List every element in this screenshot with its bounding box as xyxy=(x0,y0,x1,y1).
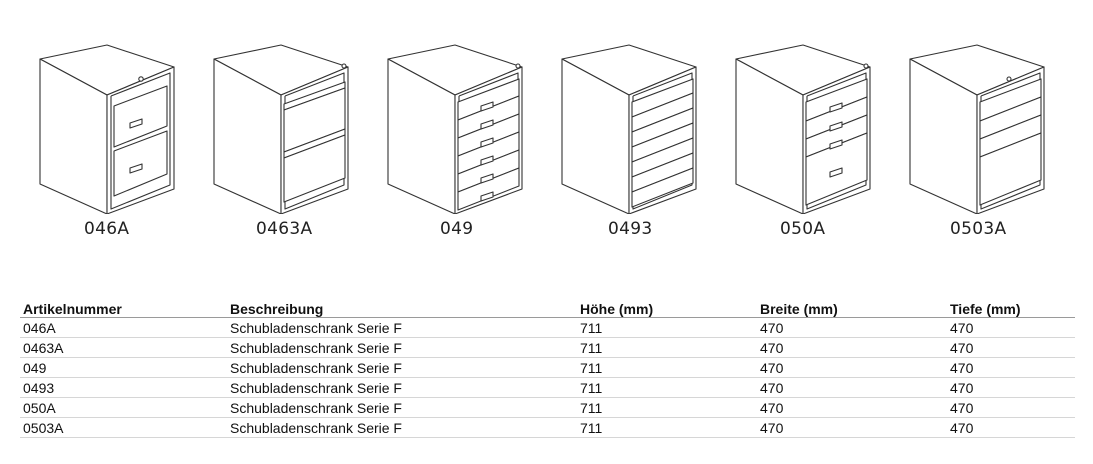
cabinet-label: 050A xyxy=(780,219,826,239)
product-spec-table: Artikelnummer Beschreibung Höhe (mm) Bre… xyxy=(20,296,1075,438)
header-artikelnummer: Artikelnummer xyxy=(20,296,227,318)
table-row: 049 Schubladenschrank Serie F 711 470 47… xyxy=(20,357,1075,378)
header-tiefe: Tiefe (mm) xyxy=(947,296,1075,318)
header-hoehe: Höhe (mm) xyxy=(577,296,757,318)
cell-beschreibung: Schubladenschrank Serie F xyxy=(227,317,577,338)
cabinet-7-drawer-icon xyxy=(561,44,697,214)
table-row: 050A Schubladenschrank Serie F 711 470 4… xyxy=(20,397,1075,418)
cell-tiefe: 470 xyxy=(947,337,1075,358)
filing-cabinet-2-drawer-icon xyxy=(39,44,175,214)
cell-beschreibung: Schubladenschrank Serie F xyxy=(227,377,577,398)
cell-tiefe: 470 xyxy=(947,317,1075,338)
cell-breite: 470 xyxy=(757,397,947,418)
cabinet-4-drawer-icon xyxy=(735,44,871,214)
cabinet-046a: 046A xyxy=(30,44,180,240)
cabinet-6-drawer-icon xyxy=(387,44,523,214)
cabinet-label: 0503A xyxy=(950,219,1007,239)
table-row: 0463A Schubladenschrank Serie F 711 470 … xyxy=(20,337,1075,358)
cell-breite: 470 xyxy=(757,377,947,398)
header-breite: Breite (mm) xyxy=(757,296,947,318)
table-header-row: Artikelnummer Beschreibung Höhe (mm) Bre… xyxy=(20,296,1075,318)
cell-beschreibung: Schubladenschrank Serie F xyxy=(227,337,577,358)
cell-hoehe: 711 xyxy=(577,337,757,358)
cell-hoehe: 711 xyxy=(577,317,757,338)
cabinet-0503a: 0503A xyxy=(900,44,1050,240)
cell-breite: 470 xyxy=(757,337,947,358)
cell-beschreibung: Schubladenschrank Serie F xyxy=(227,417,577,438)
cell-breite: 470 xyxy=(757,417,947,438)
cell-hoehe: 711 xyxy=(577,357,757,378)
cabinet-0493: 0493 xyxy=(552,44,702,240)
table-row: 0493 Schubladenschrank Serie F 711 470 4… xyxy=(20,377,1075,398)
cell-hoehe: 711 xyxy=(577,417,757,438)
table-row: 0503A Schubladenschrank Serie F 711 470 … xyxy=(20,417,1075,438)
cell-artikelnummer: 050A xyxy=(20,397,227,418)
table-body: 046A Schubladenschrank Serie F 711 470 4… xyxy=(20,317,1075,438)
cabinet-label: 049 xyxy=(440,219,474,239)
cell-artikelnummer: 046A xyxy=(20,317,227,338)
cabinet-049: 049 xyxy=(378,44,528,240)
cabinet-4-drawer-icon xyxy=(909,44,1045,214)
cell-hoehe: 711 xyxy=(577,397,757,418)
table-header: Artikelnummer Beschreibung Höhe (mm) Bre… xyxy=(20,296,1075,318)
cell-beschreibung: Schubladenschrank Serie F xyxy=(227,357,577,378)
cell-artikelnummer: 0503A xyxy=(20,417,227,438)
cabinet-label: 0493 xyxy=(608,219,653,239)
cell-beschreibung: Schubladenschrank Serie F xyxy=(227,397,577,418)
cell-breite: 470 xyxy=(757,317,947,338)
cell-artikelnummer: 0493 xyxy=(20,377,227,398)
cell-breite: 470 xyxy=(757,357,947,378)
cell-tiefe: 470 xyxy=(947,357,1075,378)
cabinet-050a: 050A xyxy=(726,44,876,240)
filing-cabinet-2-drawer-icon xyxy=(213,44,349,214)
cabinet-illustration-row: 046A 0463A xyxy=(30,44,1050,240)
cell-tiefe: 470 xyxy=(947,397,1075,418)
cell-tiefe: 470 xyxy=(947,377,1075,398)
table-row: 046A Schubladenschrank Serie F 711 470 4… xyxy=(20,317,1075,338)
cabinet-label: 046A xyxy=(84,219,130,239)
cell-hoehe: 711 xyxy=(577,377,757,398)
cabinet-label: 0463A xyxy=(256,219,313,239)
cabinet-0463a: 0463A xyxy=(204,44,354,240)
header-beschreibung: Beschreibung xyxy=(227,296,577,318)
cell-artikelnummer: 0463A xyxy=(20,337,227,358)
cell-tiefe: 470 xyxy=(947,417,1075,438)
cell-artikelnummer: 049 xyxy=(20,357,227,378)
